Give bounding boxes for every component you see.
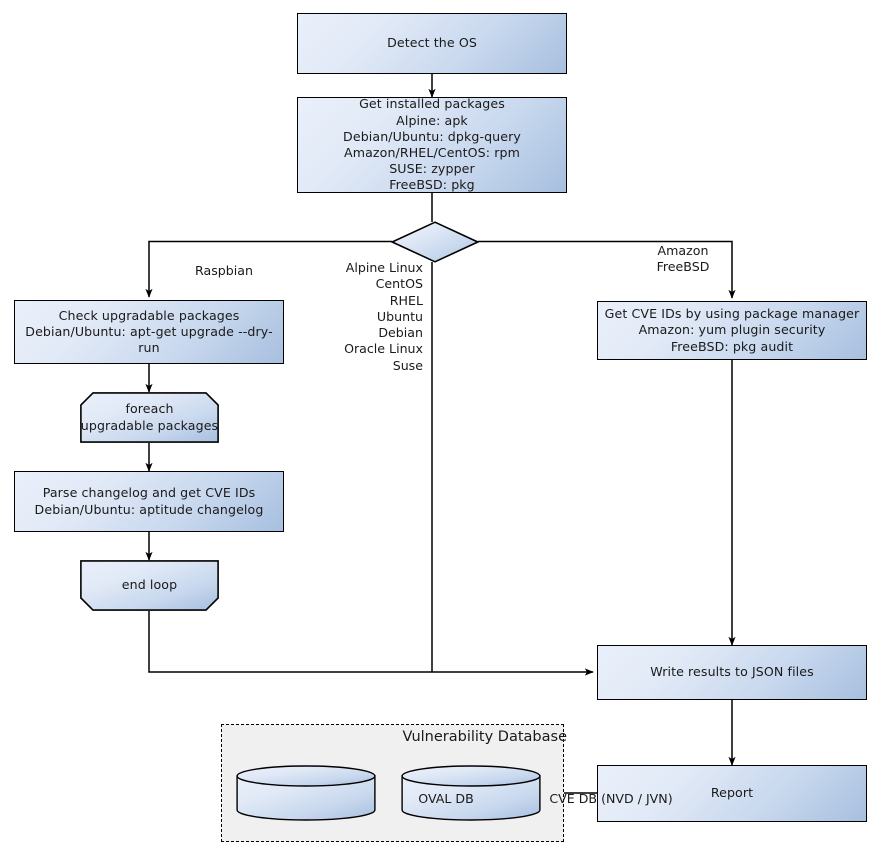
- node-check-upgradable-packages-label: Check upgradable packages Debian/Ubuntu:…: [25, 307, 273, 356]
- node-foreach-loop[interactable]: foreach upgradable packages: [80, 392, 219, 443]
- node-parse-changelog-label: Parse changelog and get CVE IDs Debian/U…: [34, 485, 264, 517]
- edge-label-middle-distros: Alpine Linux CentOS RHEL Ubuntu Debian O…: [344, 260, 423, 373]
- node-report[interactable]: Report: [597, 765, 867, 822]
- node-get-installed-packages[interactable]: Get installed packages Alpine: apk Debia…: [297, 96, 567, 193]
- node-os-decision[interactable]: [390, 221, 480, 263]
- node-get-installed-packages-label: Get installed packages Alpine: apk Debia…: [343, 96, 521, 193]
- node-write-results[interactable]: Write results to JSON files: [597, 645, 867, 700]
- group-vulnerability-database-title: Vulnerability Database: [402, 729, 567, 745]
- node-get-cve-ids[interactable]: Get CVE IDs by using package manager Ama…: [597, 301, 867, 360]
- node-detect-os-label: Detect the OS: [387, 35, 477, 51]
- edge-label-raspbian: Raspbian: [195, 263, 253, 278]
- node-oval-db[interactable]: OVAL DB: [236, 765, 474, 821]
- node-end-loop[interactable]: end loop: [80, 560, 219, 611]
- node-end-loop-label: end loop: [121, 577, 178, 593]
- node-oval-db-label: OVAL DB: [418, 791, 474, 806]
- node-cve-db-label: CVE DB (NVD / JVN): [549, 791, 673, 806]
- node-get-cve-ids-label: Get CVE IDs by using package manager Ama…: [604, 306, 860, 354]
- node-cve-db[interactable]: CVE DB (NVD / JVN): [401, 765, 673, 821]
- edge-label-amazon-freebsd: Amazon FreeBSD: [656, 243, 710, 275]
- node-report-label: Report: [710, 785, 754, 801]
- node-parse-changelog[interactable]: Parse changelog and get CVE IDs Debian/U…: [14, 471, 284, 532]
- node-check-upgradable-packages[interactable]: Check upgradable packages Debian/Ubuntu:…: [14, 300, 284, 364]
- node-detect-os[interactable]: Detect the OS: [297, 13, 567, 74]
- node-foreach-loop-label: foreach upgradable packages: [80, 401, 219, 433]
- node-write-results-label: Write results to JSON files: [650, 664, 814, 680]
- edge-endloop-to-write: [148, 611, 594, 676]
